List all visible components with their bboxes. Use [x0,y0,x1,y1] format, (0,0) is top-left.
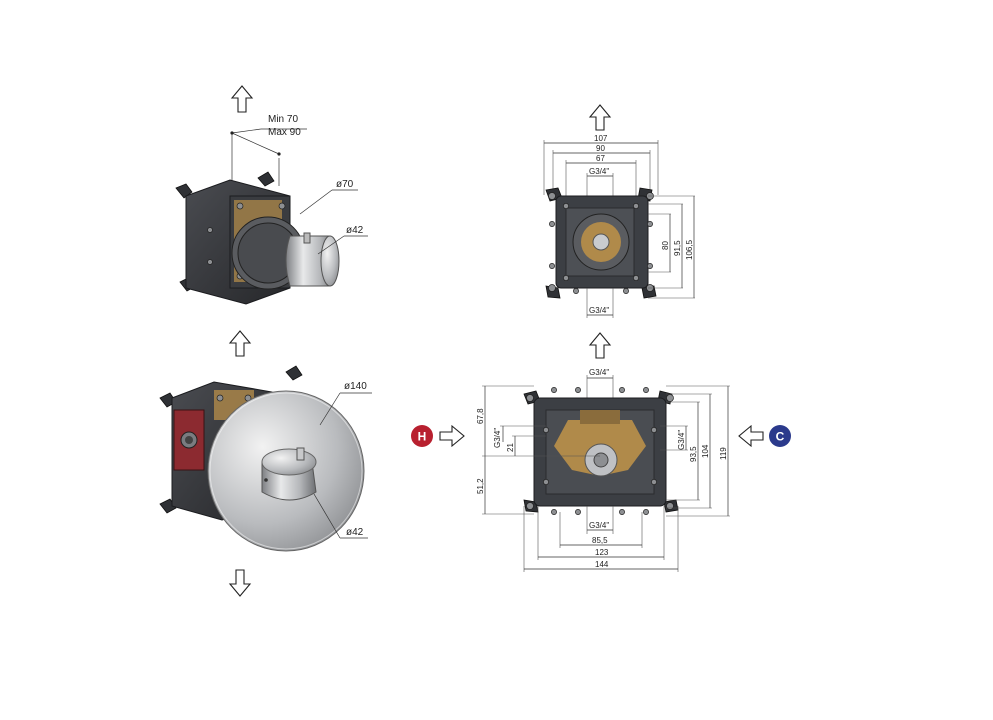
bottom-port-bottom: G3/4" [589,521,609,530]
arrow-up-icon [230,85,254,113]
hot-label: H [418,430,427,444]
dim-right-inner: 93,5 [689,446,698,462]
top-width-outer: 107 [594,134,608,143]
arrow-right-icon [439,424,465,448]
bottom-width-mid: 123 [595,548,609,557]
arrow-up-icon [588,104,612,131]
rosette-dia-label: ø140 [344,381,367,392]
top-height-outer: 106,5 [685,239,694,260]
bottom-width-outer: 144 [595,560,609,569]
top-port-top: G3/4" [589,167,609,176]
knob-dia-label: ø42 [346,527,364,538]
front-view: ø140 ø42 [159,365,372,552]
screw-icon [548,192,654,294]
bottom-width-inner: 85,5 [592,536,608,545]
top-height-mid: 91,5 [673,240,682,256]
hot-inlet-badge: H [411,425,433,447]
dim-left-mid: 21 [506,443,515,452]
top-width-inner: 67 [596,154,605,163]
depth-min-label: Min 70 [268,114,298,125]
arrow-up-icon [588,332,612,359]
dim-right-outer: 119 [719,447,728,460]
side-view: Min 70 Max 90 ø70 ø42 [175,114,368,305]
cold-label: C [776,430,785,444]
dia-inner-label: ø42 [346,225,364,236]
bottom-plan-view: G3/4" 67,8 21 51, [476,368,730,572]
arrow-up-icon [228,330,252,357]
bottom-port-right: G3/4" [677,430,686,450]
arrow-down-icon [228,569,252,597]
top-port-bottom: G3/4" [589,306,609,315]
cold-inlet-badge: C [769,425,791,447]
dim-left-lower: 51,2 [476,478,485,494]
bottom-port-left: G3/4" [493,428,502,448]
top-plan-view: 107 90 67 G3/4" 80 91 [543,134,695,318]
flow-arrows [228,85,764,597]
dim-left-upper: 67,8 [476,408,485,424]
bottom-port-top: G3/4" [589,368,609,377]
arrow-left-icon [738,424,764,448]
top-width-mid: 90 [596,144,605,153]
dim-right-mid: 104 [701,444,710,458]
top-height-inner: 80 [661,241,670,250]
depth-max-label: Max 90 [268,127,301,138]
dia-outer-label: ø70 [336,179,354,190]
